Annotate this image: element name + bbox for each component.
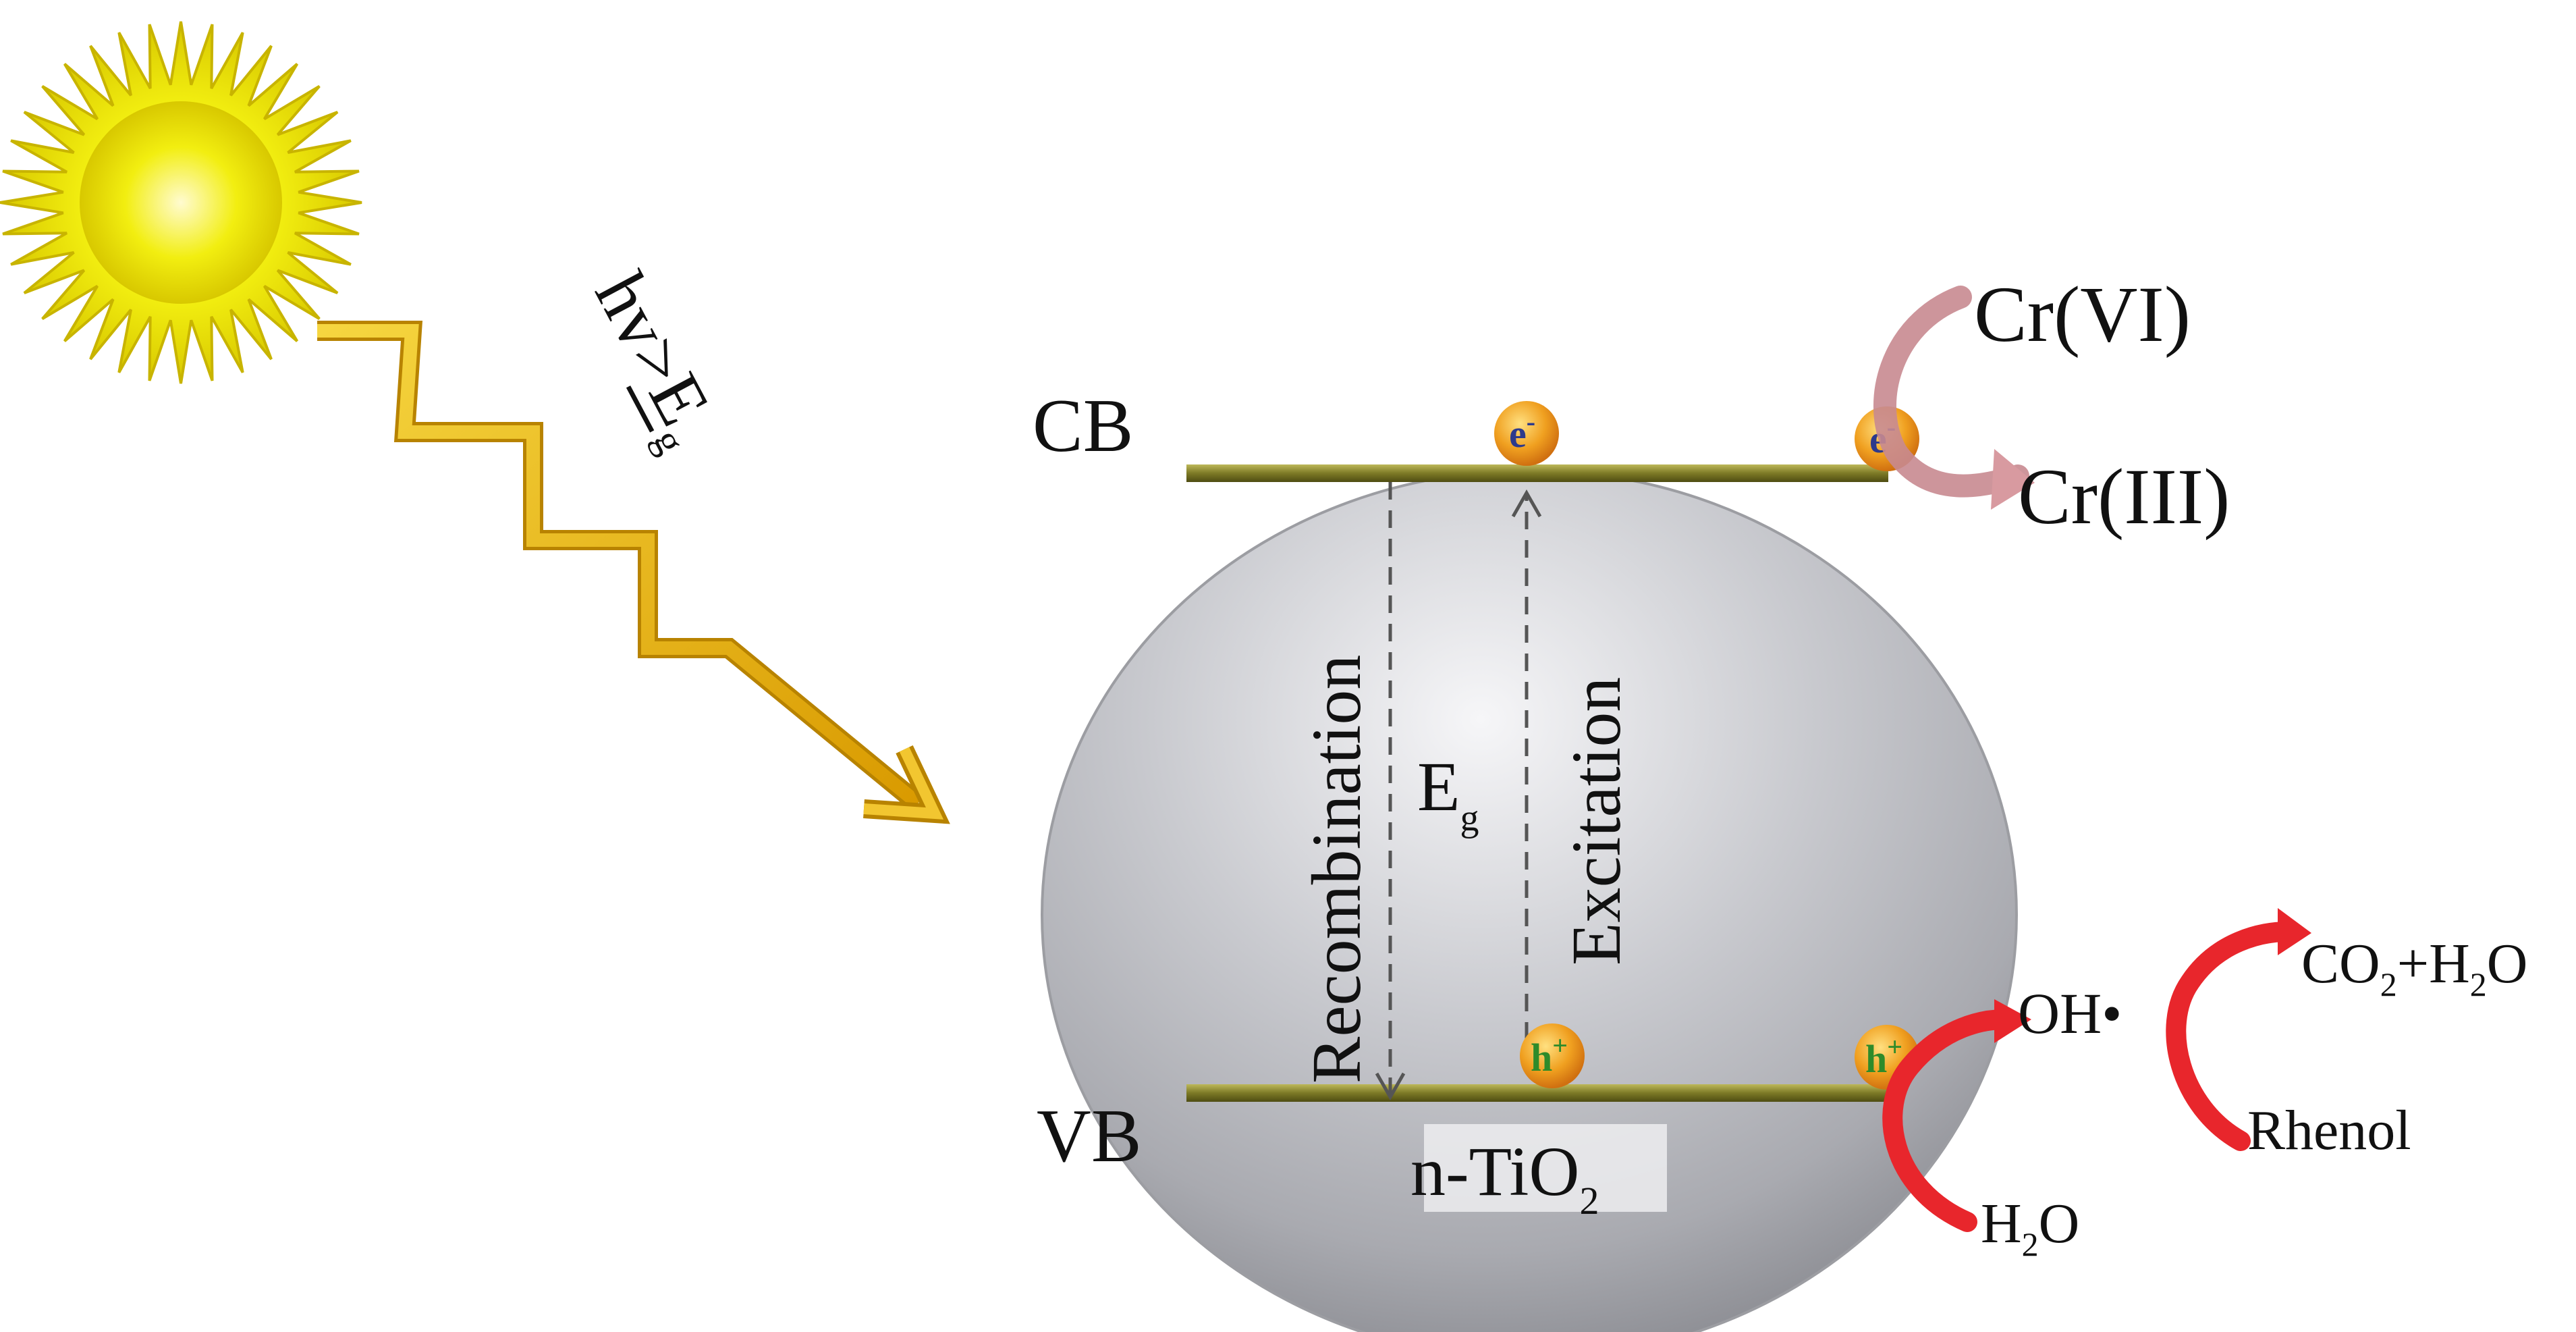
pollutant-label: Rhenol	[2247, 1099, 2411, 1162]
vb-label: VB	[1037, 1094, 1142, 1178]
sun-core	[80, 101, 282, 304]
light-wave-arrow	[317, 321, 950, 824]
recombination-label: Recombination	[1298, 655, 1375, 1084]
particle-name-label: n-TiO2	[1410, 1133, 1599, 1223]
svg-text:h+: h+	[1865, 1032, 1902, 1081]
chromium-reduction-arrow	[1873, 286, 2035, 510]
sun-icon	[0, 21, 362, 384]
photon-energy-label: hv>Eg	[580, 260, 725, 460]
water-oxidation-arrow	[1882, 999, 2031, 1232]
water-label: H2O	[1981, 1192, 2079, 1263]
electron-carrier: e-	[1494, 401, 1559, 466]
cb-label: CB	[1033, 384, 1133, 468]
hydroxyl-radical-label: OH•	[2018, 981, 2122, 1046]
cr-iii-label: Cr(III)	[2018, 452, 2230, 541]
hole-carrier: h+	[1520, 1023, 1585, 1088]
cr-vi-label: Cr(VI)	[1974, 270, 2191, 358]
svg-text:h+: h+	[1531, 1030, 1568, 1080]
phenol-degradation-arrow	[2166, 908, 2311, 1151]
mineralization-products-label: CO2+H2O	[2301, 932, 2527, 1003]
svg-text:e-: e-	[1509, 406, 1535, 456]
valence-band-line	[1186, 1084, 1888, 1102]
excitation-label: Excitation	[1558, 677, 1635, 965]
band-gap-label: Eg	[1417, 748, 1479, 839]
conduction-band-line	[1186, 464, 1888, 482]
